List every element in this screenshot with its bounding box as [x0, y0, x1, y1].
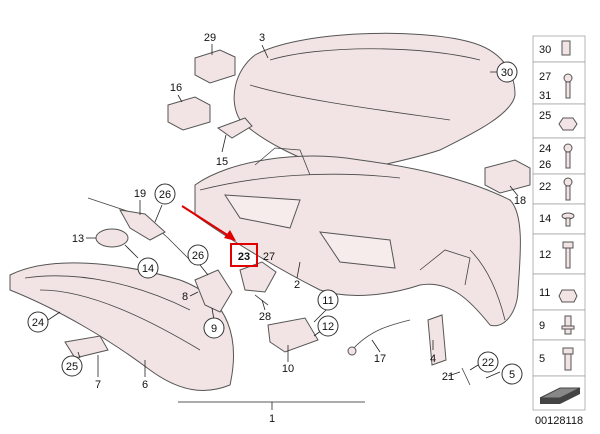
- callout-25: 25: [66, 361, 78, 373]
- callout-17: 17: [374, 353, 386, 365]
- direction-arrow-icon: [539, 387, 581, 404]
- callout-labels: 29 3 30 16 15 18 19 26 13 14 26 23 27 2 …: [27, 32, 526, 425]
- callout-10: 10: [282, 363, 294, 375]
- bracket-4: [427, 314, 471, 386]
- linkage-19: [87, 197, 196, 266]
- callout-11: 11: [322, 295, 333, 307]
- callout-27: 27: [263, 251, 275, 263]
- callout-19: 19: [134, 188, 146, 200]
- callout-circle-5: [501, 363, 523, 385]
- callout-6: 6: [142, 379, 148, 391]
- callout-21: 21: [442, 371, 454, 383]
- callout-2: 2: [294, 279, 300, 291]
- part-box-18: [484, 159, 531, 194]
- hinge-23: [239, 261, 277, 306]
- legend-label-25: 25: [539, 110, 551, 122]
- callout-9: 9: [211, 323, 217, 335]
- legend-label-14: 14: [539, 213, 551, 225]
- soft-top-cover: [233, 32, 516, 171]
- legend-label-27: 27: [539, 71, 551, 83]
- legend-cell-5: [532, 339, 586, 377]
- callout-circle-24: [27, 311, 49, 333]
- part-15: [216, 117, 253, 139]
- part-25-clip: [64, 335, 109, 359]
- rail-24: [9, 262, 234, 391]
- bracket-10: [267, 317, 319, 353]
- callout-4: 4: [430, 353, 436, 365]
- fastener-legend: 30 27 31 25 24 26 22 14 12: [532, 35, 586, 427]
- legend-label-9: 9: [539, 320, 545, 332]
- legend-cell-12: [532, 233, 586, 275]
- callout-3: 3: [259, 32, 265, 44]
- callout-circle-25: [61, 355, 83, 377]
- stud-icon: [561, 315, 575, 335]
- callout-8: 8: [182, 291, 188, 303]
- callout-15: 15: [216, 156, 228, 168]
- callout-circle-30: [496, 61, 518, 83]
- leader-lines: [47, 44, 519, 410]
- callout-circle-12: [317, 315, 339, 337]
- callout-22: 22: [482, 357, 494, 369]
- callout-14: 14: [142, 263, 154, 275]
- bolt-icon: [563, 177, 573, 201]
- legend-label-11: 11: [539, 287, 550, 299]
- callout-circle-11: [317, 289, 339, 311]
- legend-cell-24-26: [532, 137, 586, 175]
- callout-28: 28: [259, 311, 271, 323]
- callout-circle-26a: [154, 183, 176, 205]
- nut-icon: [558, 117, 578, 131]
- legend-label-31: 31: [539, 90, 551, 102]
- callout-1: 1: [269, 413, 275, 425]
- callout-5: 5: [509, 369, 515, 381]
- callout-24: 24: [32, 317, 44, 329]
- legend-cell-30: [532, 35, 586, 63]
- legend-label-5: 5: [539, 353, 545, 365]
- part-box-16: [167, 96, 211, 131]
- legend-label-30: 30: [539, 44, 551, 56]
- callout-circle-26b: [187, 244, 209, 266]
- callout-29: 29: [204, 32, 216, 44]
- callout-30: 30: [501, 67, 513, 79]
- callout-16: 16: [170, 82, 182, 94]
- tonneau-frame: [194, 147, 521, 327]
- flange-nut-icon: [558, 289, 578, 303]
- clip-icon: [561, 40, 571, 56]
- legend-label-26: 26: [539, 159, 551, 171]
- screw-icon: [563, 73, 573, 99]
- callout-18: 18: [514, 195, 526, 207]
- callout-13: 13: [72, 233, 84, 245]
- callout-7: 7: [95, 379, 101, 391]
- legend-label-24: 24: [539, 143, 551, 155]
- legend-label-22: 22: [539, 181, 551, 193]
- callout-circle-14: [137, 257, 159, 279]
- legend-cell-22: [532, 173, 586, 205]
- highlight-box: [230, 243, 258, 267]
- legend-label-12: 12: [539, 249, 551, 261]
- legend-cell-25: [532, 103, 586, 139]
- callout-26a: 26: [159, 189, 171, 201]
- callout-circle-22: [477, 351, 499, 373]
- part-box-29: [194, 49, 236, 84]
- spacer-icon: [562, 347, 574, 371]
- screw-icon: [563, 143, 573, 169]
- callout-26b: 26: [192, 250, 204, 262]
- callout-circle-9: [203, 317, 225, 339]
- cable-17: [347, 319, 411, 356]
- bolt-icon: [562, 241, 574, 269]
- bracket-8: [194, 269, 233, 313]
- legend-cell-27-31: [532, 61, 586, 105]
- diagram-id: 00128118: [535, 415, 583, 427]
- red-arrow: [181, 205, 236, 241]
- callout-23-highlighted: 23: [238, 251, 250, 263]
- callout-12: 12: [322, 321, 334, 333]
- rivet-icon: [561, 212, 575, 227]
